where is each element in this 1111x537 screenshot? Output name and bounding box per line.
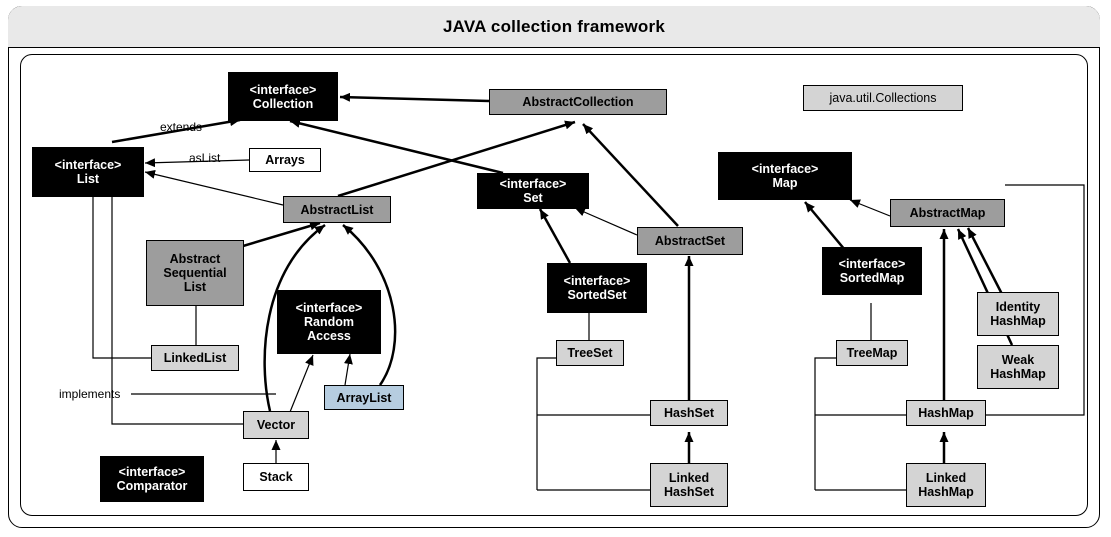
diagram-title-bar: JAVA collection framework: [8, 6, 1100, 48]
node-abstract-sequential-list[interactable]: Abstract Sequential List: [146, 240, 244, 306]
edge-label-extends: extends: [160, 120, 203, 134]
node-hashset[interactable]: HashSet: [650, 400, 728, 426]
node-collection[interactable]: <interface> Collection: [228, 72, 338, 121]
node-abstract-collection[interactable]: AbstractCollection: [489, 89, 667, 115]
node-linked-hashset[interactable]: Linked HashSet: [650, 463, 728, 507]
node-identity-hashmap[interactable]: Identity HashMap: [977, 292, 1059, 336]
node-hashmap[interactable]: HashMap: [906, 400, 986, 426]
node-sorted-map[interactable]: <interface> SortedMap: [822, 247, 922, 295]
node-linkedlist[interactable]: LinkedList: [151, 345, 239, 371]
node-sorted-set[interactable]: <interface> SortedSet: [547, 263, 647, 313]
node-weak-hashmap[interactable]: Weak HashMap: [977, 345, 1059, 389]
node-stack[interactable]: Stack: [243, 463, 309, 491]
node-linked-hashmap[interactable]: Linked HashMap: [906, 463, 986, 507]
node-abstract-map[interactable]: AbstractMap: [890, 199, 1005, 227]
page-title: JAVA collection framework: [443, 16, 665, 36]
edge-label-aslist: asList: [189, 151, 221, 165]
node-list[interactable]: <interface> List: [32, 147, 144, 197]
node-map[interactable]: <interface> Map: [718, 152, 852, 200]
edge-label-implements: implements: [59, 387, 121, 401]
node-random-access[interactable]: <interface> Random Access: [277, 290, 381, 354]
node-treemap[interactable]: TreeMap: [836, 340, 908, 366]
node-comparator[interactable]: <interface> Comparator: [100, 456, 204, 502]
node-treeset[interactable]: TreeSet: [556, 340, 624, 366]
node-vector[interactable]: Vector: [243, 411, 309, 439]
node-java-util-collections[interactable]: java.util.Collections: [803, 85, 963, 111]
node-arraylist[interactable]: ArrayList: [324, 385, 404, 410]
node-abstract-set[interactable]: AbstractSet: [637, 227, 743, 255]
node-abstract-list[interactable]: AbstractList: [283, 196, 391, 223]
node-arrays[interactable]: Arrays: [249, 148, 321, 172]
node-set[interactable]: <interface> Set: [477, 173, 589, 209]
